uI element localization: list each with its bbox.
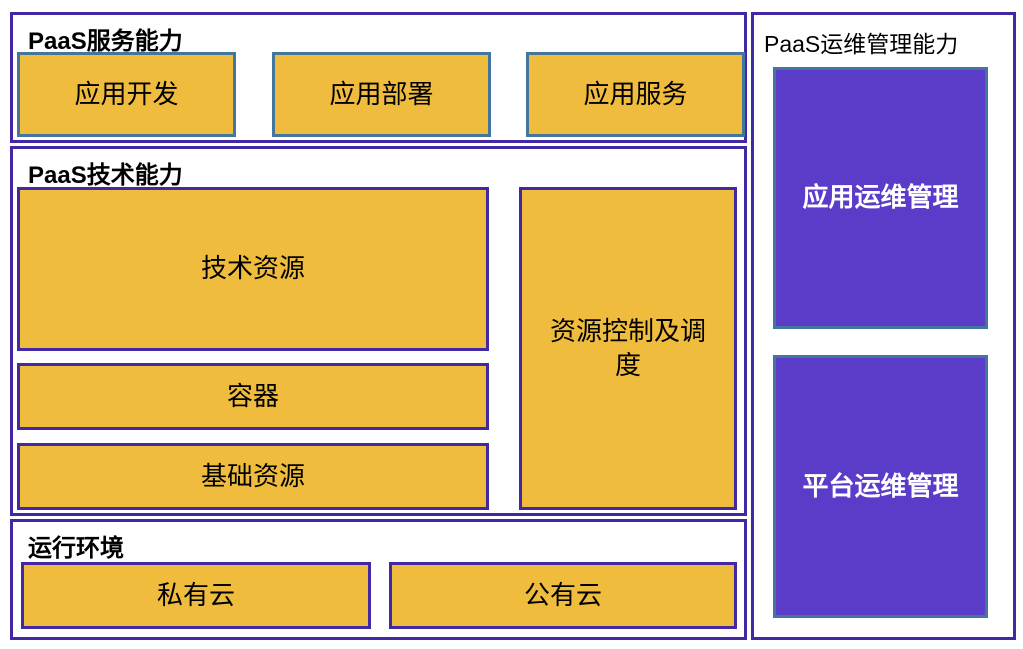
box-app-deployment: 应用部署: [272, 52, 491, 137]
section-paas-ops-management: PaaS运维管理能力 应用运维管理 平台运维管理: [751, 12, 1016, 640]
section-title-runtime: 运行环境: [28, 535, 124, 562]
box-app-ops-management: 应用运维管理: [773, 67, 988, 329]
section-title-paas-ops: PaaS运维管理能力: [764, 31, 959, 57]
box-resource-control-scheduling: 资源控制及调度: [519, 187, 737, 510]
section-paas-tech-capability: PaaS技术能力 技术资源 容器 基础资源 资源控制及调度: [10, 146, 747, 516]
section-title-paas-service: PaaS服务能力: [28, 28, 183, 55]
section-paas-service-capability: PaaS服务能力 应用开发 应用部署 应用服务: [10, 12, 747, 143]
box-container: 容器: [17, 363, 489, 430]
box-tech-resources: 技术资源: [17, 187, 489, 351]
section-title-paas-tech: PaaS技术能力: [28, 162, 183, 189]
section-runtime-environment: 运行环境 私有云 公有云: [10, 519, 747, 640]
box-app-service: 应用服务: [526, 52, 745, 137]
box-basic-resources: 基础资源: [17, 443, 489, 510]
box-public-cloud: 公有云: [389, 562, 737, 629]
box-private-cloud: 私有云: [21, 562, 371, 629]
box-platform-ops-management: 平台运维管理: [773, 355, 988, 618]
box-app-development: 应用开发: [17, 52, 236, 137]
